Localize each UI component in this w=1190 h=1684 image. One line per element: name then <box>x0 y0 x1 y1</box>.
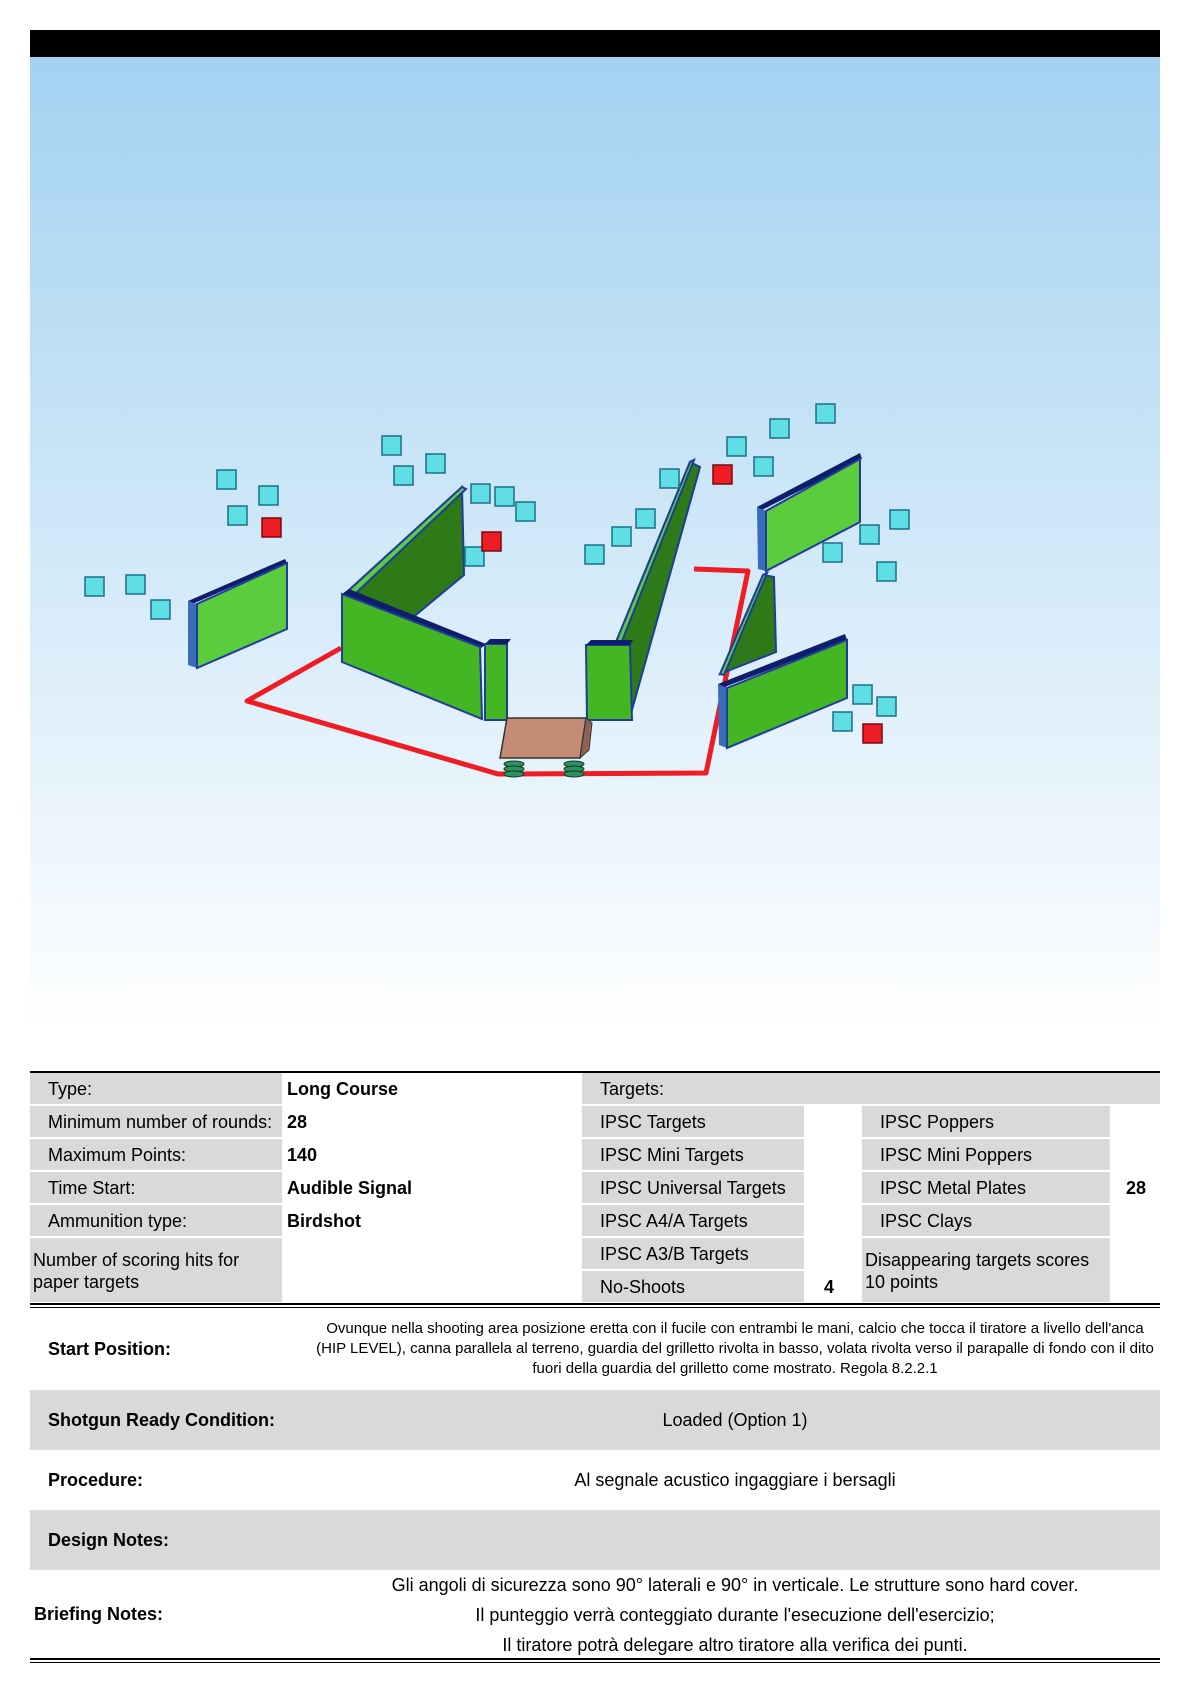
clay-target <box>753 456 774 477</box>
clay-target <box>635 508 656 529</box>
wall-right-upper <box>757 453 862 573</box>
field-label-max-points: Maximum Points: <box>30 1139 282 1170</box>
stage-diagram <box>30 57 1160 1033</box>
field-label-ammunition: Ammunition type: <box>30 1205 282 1236</box>
clay-target <box>832 711 853 732</box>
start-position-row: Start Position: Ovunque nella shooting a… <box>30 1311 1160 1387</box>
ready-condition-label: Shotgun Ready Condition: <box>48 1410 275 1430</box>
stage-info-table: Type: Long Course Minimum number of roun… <box>30 1071 1160 1309</box>
target-type-disappearing: Disappearing targets scores 10 points <box>862 1238 1110 1302</box>
start-position-text: Ovunque nella shooting area posizione er… <box>316 1320 1154 1377</box>
target-type-ipsc-mini: IPSC Mini Targets <box>582 1139 804 1170</box>
wall-left-front <box>341 589 511 721</box>
clay-target <box>726 436 747 457</box>
field-label-time-start: Time Start: <box>30 1172 282 1203</box>
field-value-ammunition: Birdshot <box>287 1211 361 1231</box>
field-value-max-points: 140 <box>287 1145 318 1165</box>
clay-target <box>84 576 105 597</box>
clay-target <box>852 684 873 705</box>
wall-center-right <box>584 457 702 721</box>
briefing-notes-row: Briefing Notes: Gli angoli di sicurezza … <box>30 1570 1160 1660</box>
target-type-poppers: IPSC Poppers <box>862 1106 1110 1137</box>
wall-left-far <box>188 559 288 670</box>
clay-target <box>125 574 146 595</box>
start-position-label: Start Position: <box>48 1339 172 1359</box>
field-value-type: Long Course <box>287 1079 398 1099</box>
target-type-clays: IPSC Clays <box>862 1205 1110 1236</box>
target-type-ipsc-a3: IPSC A3/B Targets <box>582 1238 804 1269</box>
start-table <box>499 717 593 778</box>
procedure-text: Al segnale acustico ingaggiare i bersagl… <box>574 1470 896 1490</box>
design-notes-label: Design Notes: <box>48 1530 170 1550</box>
no-shoot-target <box>712 464 733 485</box>
briefing-note-line: Gli angoli di sicurezza sono 90° lateral… <box>391 1575 1079 1595</box>
clay-target <box>464 546 485 567</box>
field-value-min-rounds: 28 <box>287 1112 308 1132</box>
briefing-notes-label: Briefing Notes: <box>34 1604 164 1624</box>
clay-target <box>470 483 491 504</box>
clay-target <box>584 544 605 565</box>
clay-target <box>227 505 248 526</box>
target-type-metal-plates: IPSC Metal Plates <box>862 1172 1110 1203</box>
clay-target <box>859 524 880 545</box>
briefing-note-line: Il punteggio verrà conteggiato durante l… <box>475 1605 995 1625</box>
target-type-ipsc-universal: IPSC Universal Targets <box>582 1172 804 1203</box>
field-value-scoring-hits <box>284 1238 534 1302</box>
no-shoot-target <box>862 723 883 744</box>
clay-target <box>393 465 414 486</box>
field-label-scoring-hits: Number of scoring hits for paper targets <box>30 1238 282 1302</box>
clay-target <box>381 435 402 456</box>
ready-condition-text: Loaded (Option 1) <box>662 1410 808 1430</box>
no-shoot-target <box>481 531 502 552</box>
clay-target <box>822 542 843 563</box>
no-shoot-target <box>261 517 282 538</box>
clay-target <box>494 486 515 507</box>
no-shoot-targets <box>261 464 883 744</box>
field-label-min-rounds: Minimum number of rounds: <box>30 1106 282 1137</box>
wall-right-lower <box>718 570 848 750</box>
steel-total-count: 28 <box>1125 1178 1147 1198</box>
target-type-ipsc: IPSC Targets <box>582 1106 804 1137</box>
field-value-time-start: Audible Signal <box>287 1178 413 1198</box>
clay-target <box>611 526 632 547</box>
clay-target <box>815 403 836 424</box>
no-shoots-count: 4 <box>823 1277 834 1297</box>
stage-diagram-svg <box>30 57 1160 1033</box>
procedure-label: Procedure: <box>48 1470 144 1490</box>
clay-target <box>150 599 171 620</box>
briefing-note-line: Il tiratore potrà delegare altro tirator… <box>502 1635 968 1655</box>
shooting-area-fault-line <box>244 566 751 777</box>
field-label-type: Type: <box>30 1073 282 1104</box>
targets-header: Targets: <box>582 1073 1160 1104</box>
target-type-ipsc-a4: IPSC A4/A Targets <box>582 1205 804 1236</box>
clay-target <box>515 501 536 522</box>
target-type-mini-poppers: IPSC Mini Poppers <box>862 1139 1110 1170</box>
clay-target <box>889 509 910 530</box>
clay-target <box>425 453 446 474</box>
wall-left-angled <box>345 484 468 621</box>
bottom-rule <box>30 1658 1160 1660</box>
bottom-rule-thin <box>30 1662 1160 1663</box>
clay-target <box>876 561 897 582</box>
clay-targets <box>84 403 910 732</box>
header-bar <box>30 30 1160 57</box>
clay-target <box>769 418 790 439</box>
clay-target <box>876 696 897 717</box>
briefing-notes-text: Gli angoli di sicurezza sono 90° lateral… <box>310 1570 1160 1660</box>
target-type-no-shoots: No-Shoots <box>582 1271 804 1302</box>
clay-target <box>258 485 279 506</box>
design-notes-row: Design Notes: <box>30 1510 1160 1570</box>
ready-condition-row: Shotgun Ready Condition: Loaded (Option … <box>30 1390 1160 1450</box>
clay-target <box>659 468 680 489</box>
procedure-row: Procedure: Al segnale acustico ingaggiar… <box>30 1450 1160 1510</box>
clay-target <box>216 469 237 490</box>
